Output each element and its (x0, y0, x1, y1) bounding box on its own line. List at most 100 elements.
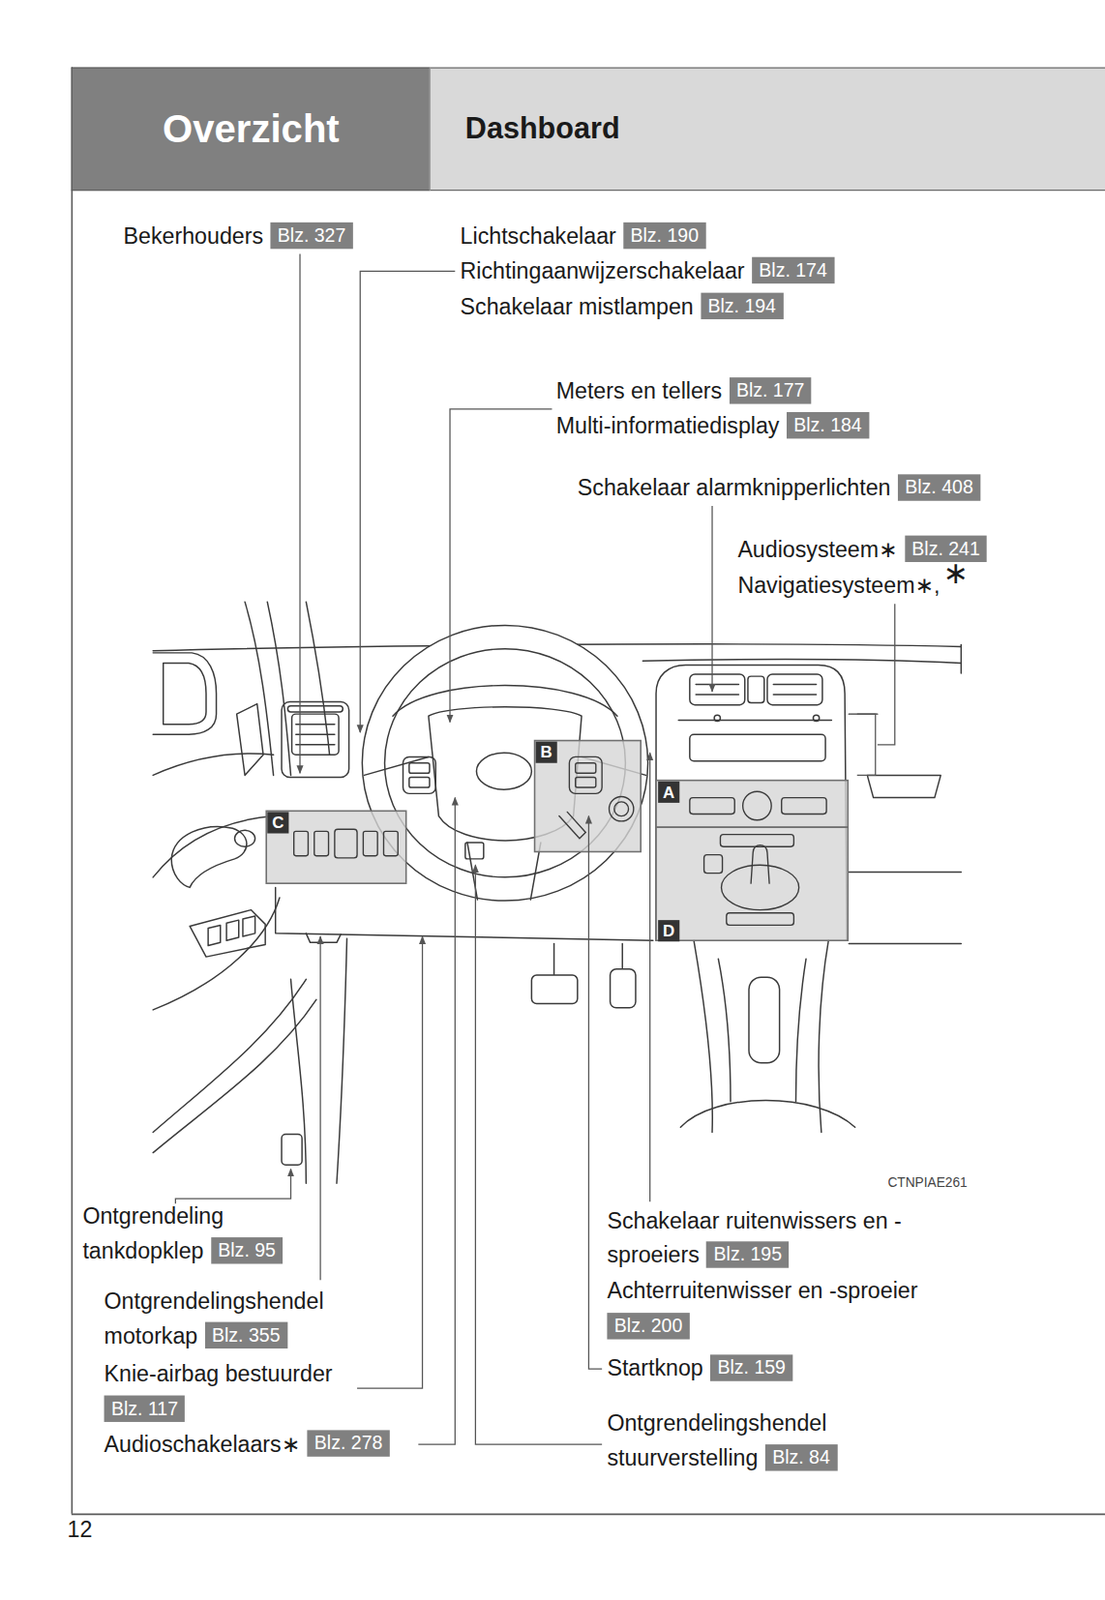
dashboard-drawing (242, 916, 256, 937)
region-detail (294, 831, 309, 856)
dashboard-drawing (292, 714, 340, 755)
leader-line (877, 603, 896, 746)
dashboard-drawing (812, 715, 819, 721)
region-detail (568, 756, 602, 794)
part-name: Meters en tellers (556, 374, 722, 410)
leader-line (475, 865, 602, 1445)
node-text: Dashboard (465, 112, 621, 147)
page-reference: Blz. 278 (306, 1431, 389, 1458)
dashboard-drawing (689, 734, 826, 761)
part-name: Audiosysteem∗ (737, 532, 897, 568)
highlighted-region (266, 741, 848, 942)
node-text: B (540, 744, 553, 762)
page-reference: Blz. 408 (897, 475, 981, 502)
footnote-mark: ∗ (943, 558, 970, 590)
page-number: 12 (67, 1513, 93, 1549)
region-detail (559, 811, 586, 838)
dashboard-drawing (305, 601, 329, 755)
dashboard-drawing (291, 979, 307, 1184)
dashboard-drawing (152, 653, 216, 735)
figure-code: CTNPIAE261 (887, 1175, 967, 1193)
dashboard-drawing (689, 674, 746, 706)
leader-line (357, 936, 422, 1389)
part-name: Achterruitenwisser en -sproeier (606, 1274, 918, 1310)
region-letter: A (657, 781, 680, 804)
region-detail (719, 835, 794, 848)
dashboard-drawing (152, 979, 306, 1133)
node-text: A (662, 783, 675, 802)
dashboard-drawing (296, 723, 335, 725)
region-detail (383, 831, 398, 856)
highlighted-region (266, 810, 406, 884)
node-text: Blz. 355 (211, 1324, 281, 1346)
part-name: Ontgrendeling tankdopklep (82, 1199, 287, 1270)
page-frame (71, 1514, 1105, 1517)
leader-line (449, 409, 552, 723)
page-reference: Blz. 190 (623, 222, 706, 249)
dashboard-drawing (152, 816, 273, 878)
leader-line (175, 1168, 291, 1204)
dashboard-drawing (226, 920, 239, 941)
region-detail (726, 913, 795, 926)
highlighted-region (656, 780, 848, 829)
region-detail (721, 865, 800, 910)
dashboard-drawing (773, 693, 816, 695)
region-detail (334, 829, 358, 859)
region-detail (314, 831, 329, 856)
node-text: Blz. 159 (716, 1357, 786, 1379)
leader-line (298, 254, 300, 775)
page-frame (71, 67, 1105, 1516)
dashboard-drawing (296, 744, 335, 746)
region-letter: D (657, 920, 680, 942)
header-band: Dashboard (429, 67, 1105, 192)
node-text: Blz. 184 (793, 415, 863, 437)
dashboard-drawing (848, 943, 961, 945)
leader-line (175, 254, 895, 1446)
dashboard-drawing (305, 933, 341, 943)
node-text: Blz. 177 (736, 380, 806, 402)
region-letter: C (267, 811, 289, 834)
page-reference: Blz. 194 (700, 293, 783, 320)
part-name: Knie-airbag bestuurder (104, 1356, 333, 1392)
node-text: Blz. 408 (904, 477, 974, 499)
dashboard-drawing (237, 704, 264, 777)
dashboard-drawing (960, 644, 962, 674)
dashboard-drawing (267, 601, 291, 776)
leader-line (359, 270, 455, 733)
header-band: Overzicht (71, 67, 430, 192)
dashboard-drawing (189, 910, 266, 958)
part-name: Richtingaanwijzerschakelaar (460, 254, 746, 290)
dashboard-drawing (767, 674, 823, 706)
dashboard-drawing (773, 684, 816, 686)
dashboard-drawing (476, 752, 532, 790)
dashboard-drawing (695, 684, 739, 686)
region-detail (743, 791, 773, 821)
highlighted-region (535, 741, 642, 853)
dashboard-drawing (680, 1101, 855, 1129)
dashboard-drawing (465, 842, 484, 860)
region-detail (614, 802, 629, 817)
node-text: Blz. 117 (111, 1398, 179, 1420)
part-name: Ontgrendelingshendel motorkap (104, 1284, 372, 1355)
dashboard-drawing (336, 938, 348, 1184)
dashboard-drawing (409, 763, 430, 775)
page-reference: Blz. 95 (210, 1238, 283, 1265)
dashboard-drawing (281, 701, 350, 777)
dashboard-drawing (163, 662, 207, 724)
dashboard-drawing (287, 706, 343, 713)
part-name: Bekerhouders (123, 219, 264, 255)
dashboard-drawing (795, 958, 807, 1103)
node-text: Blz. 95 (217, 1240, 276, 1262)
region-detail (689, 798, 735, 815)
dashboard-drawing (235, 830, 256, 847)
dashboard-drawing (848, 871, 961, 873)
node-text: Blz. 200 (614, 1314, 684, 1337)
dashboard-drawing (747, 676, 765, 703)
dashboard-drawing (281, 1134, 302, 1166)
leader-line (319, 936, 321, 1281)
part-name: Audioschakelaars∗ (104, 1427, 301, 1463)
dashboard-drawing (678, 719, 832, 721)
page-reference: Blz. 200 (606, 1313, 689, 1340)
dashboard-drawing (748, 977, 780, 1064)
part-name: Startknop (606, 1351, 703, 1387)
